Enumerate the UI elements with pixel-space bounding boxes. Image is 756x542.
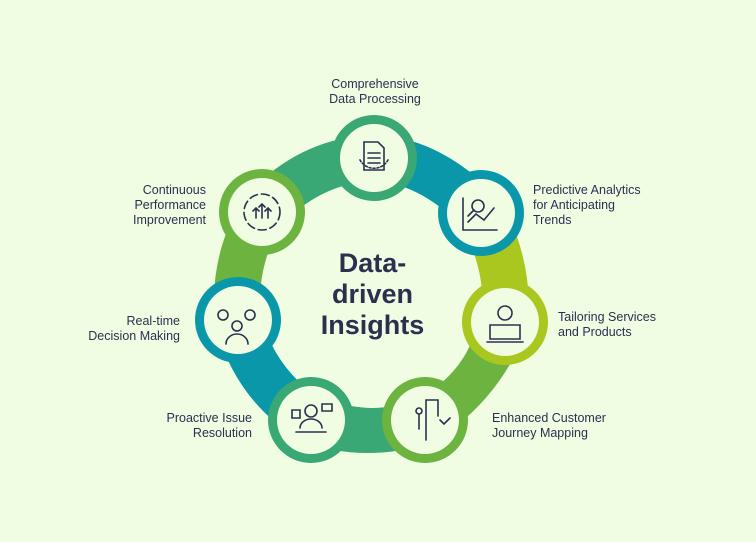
node-inner bbox=[391, 386, 459, 454]
improvement-cycle-icon bbox=[243, 193, 281, 231]
node-inner bbox=[204, 286, 272, 354]
document-gear-icon bbox=[359, 141, 389, 171]
title-line: Data- bbox=[338, 248, 407, 278]
decision-person-icon bbox=[217, 309, 256, 345]
person-laptop-icon bbox=[486, 305, 524, 343]
node-inner bbox=[277, 386, 345, 454]
node-inner bbox=[447, 179, 515, 247]
title-line: driven bbox=[331, 279, 414, 309]
node-inner bbox=[471, 288, 539, 356]
center-title: Data- driven Insights bbox=[300, 248, 445, 341]
title-line: Insights bbox=[320, 310, 425, 340]
journey-flow-icon bbox=[415, 399, 451, 441]
support-agent-icon bbox=[291, 403, 333, 433]
chart-magnifier-icon bbox=[462, 197, 498, 231]
